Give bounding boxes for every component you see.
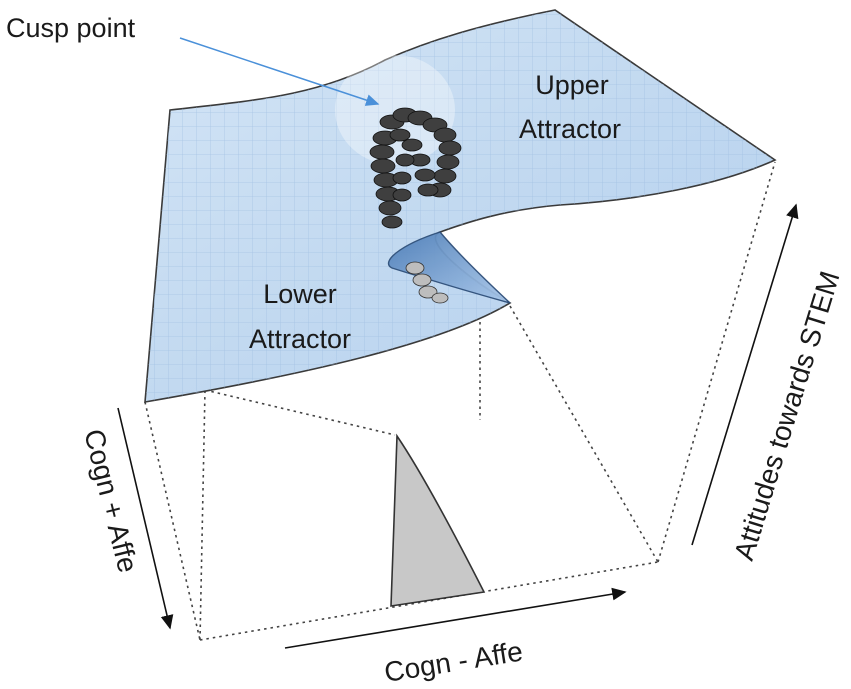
- axis-left-label: Cogn + Affe: [78, 426, 144, 576]
- axis-vertical-label: Attitudes towards STEM: [728, 267, 845, 563]
- lower-attractor-label-1: Lower: [263, 279, 337, 309]
- lower-attractor-label-2: Attractor: [249, 324, 351, 354]
- cusp-pointer-arrow: [179, 37, 380, 106]
- cusp-region: [390, 433, 486, 607]
- data-cluster-lower: [405, 261, 449, 304]
- axis-bottom-label: Cogn - Affe: [382, 635, 525, 687]
- axis-vertical-arrow: [691, 203, 799, 546]
- data-cluster: [369, 107, 462, 229]
- cusp-point-label: Cusp point: [6, 13, 136, 43]
- behaviour-surface: [144, 9, 777, 403]
- surface-fold: [387, 231, 511, 304]
- upper-attractor-label-1: Upper: [535, 70, 609, 100]
- axis-bottom-arrow: [284, 587, 627, 649]
- axis-left-arrow: [117, 407, 174, 630]
- upper-attractor-label-2: Attractor: [519, 114, 621, 144]
